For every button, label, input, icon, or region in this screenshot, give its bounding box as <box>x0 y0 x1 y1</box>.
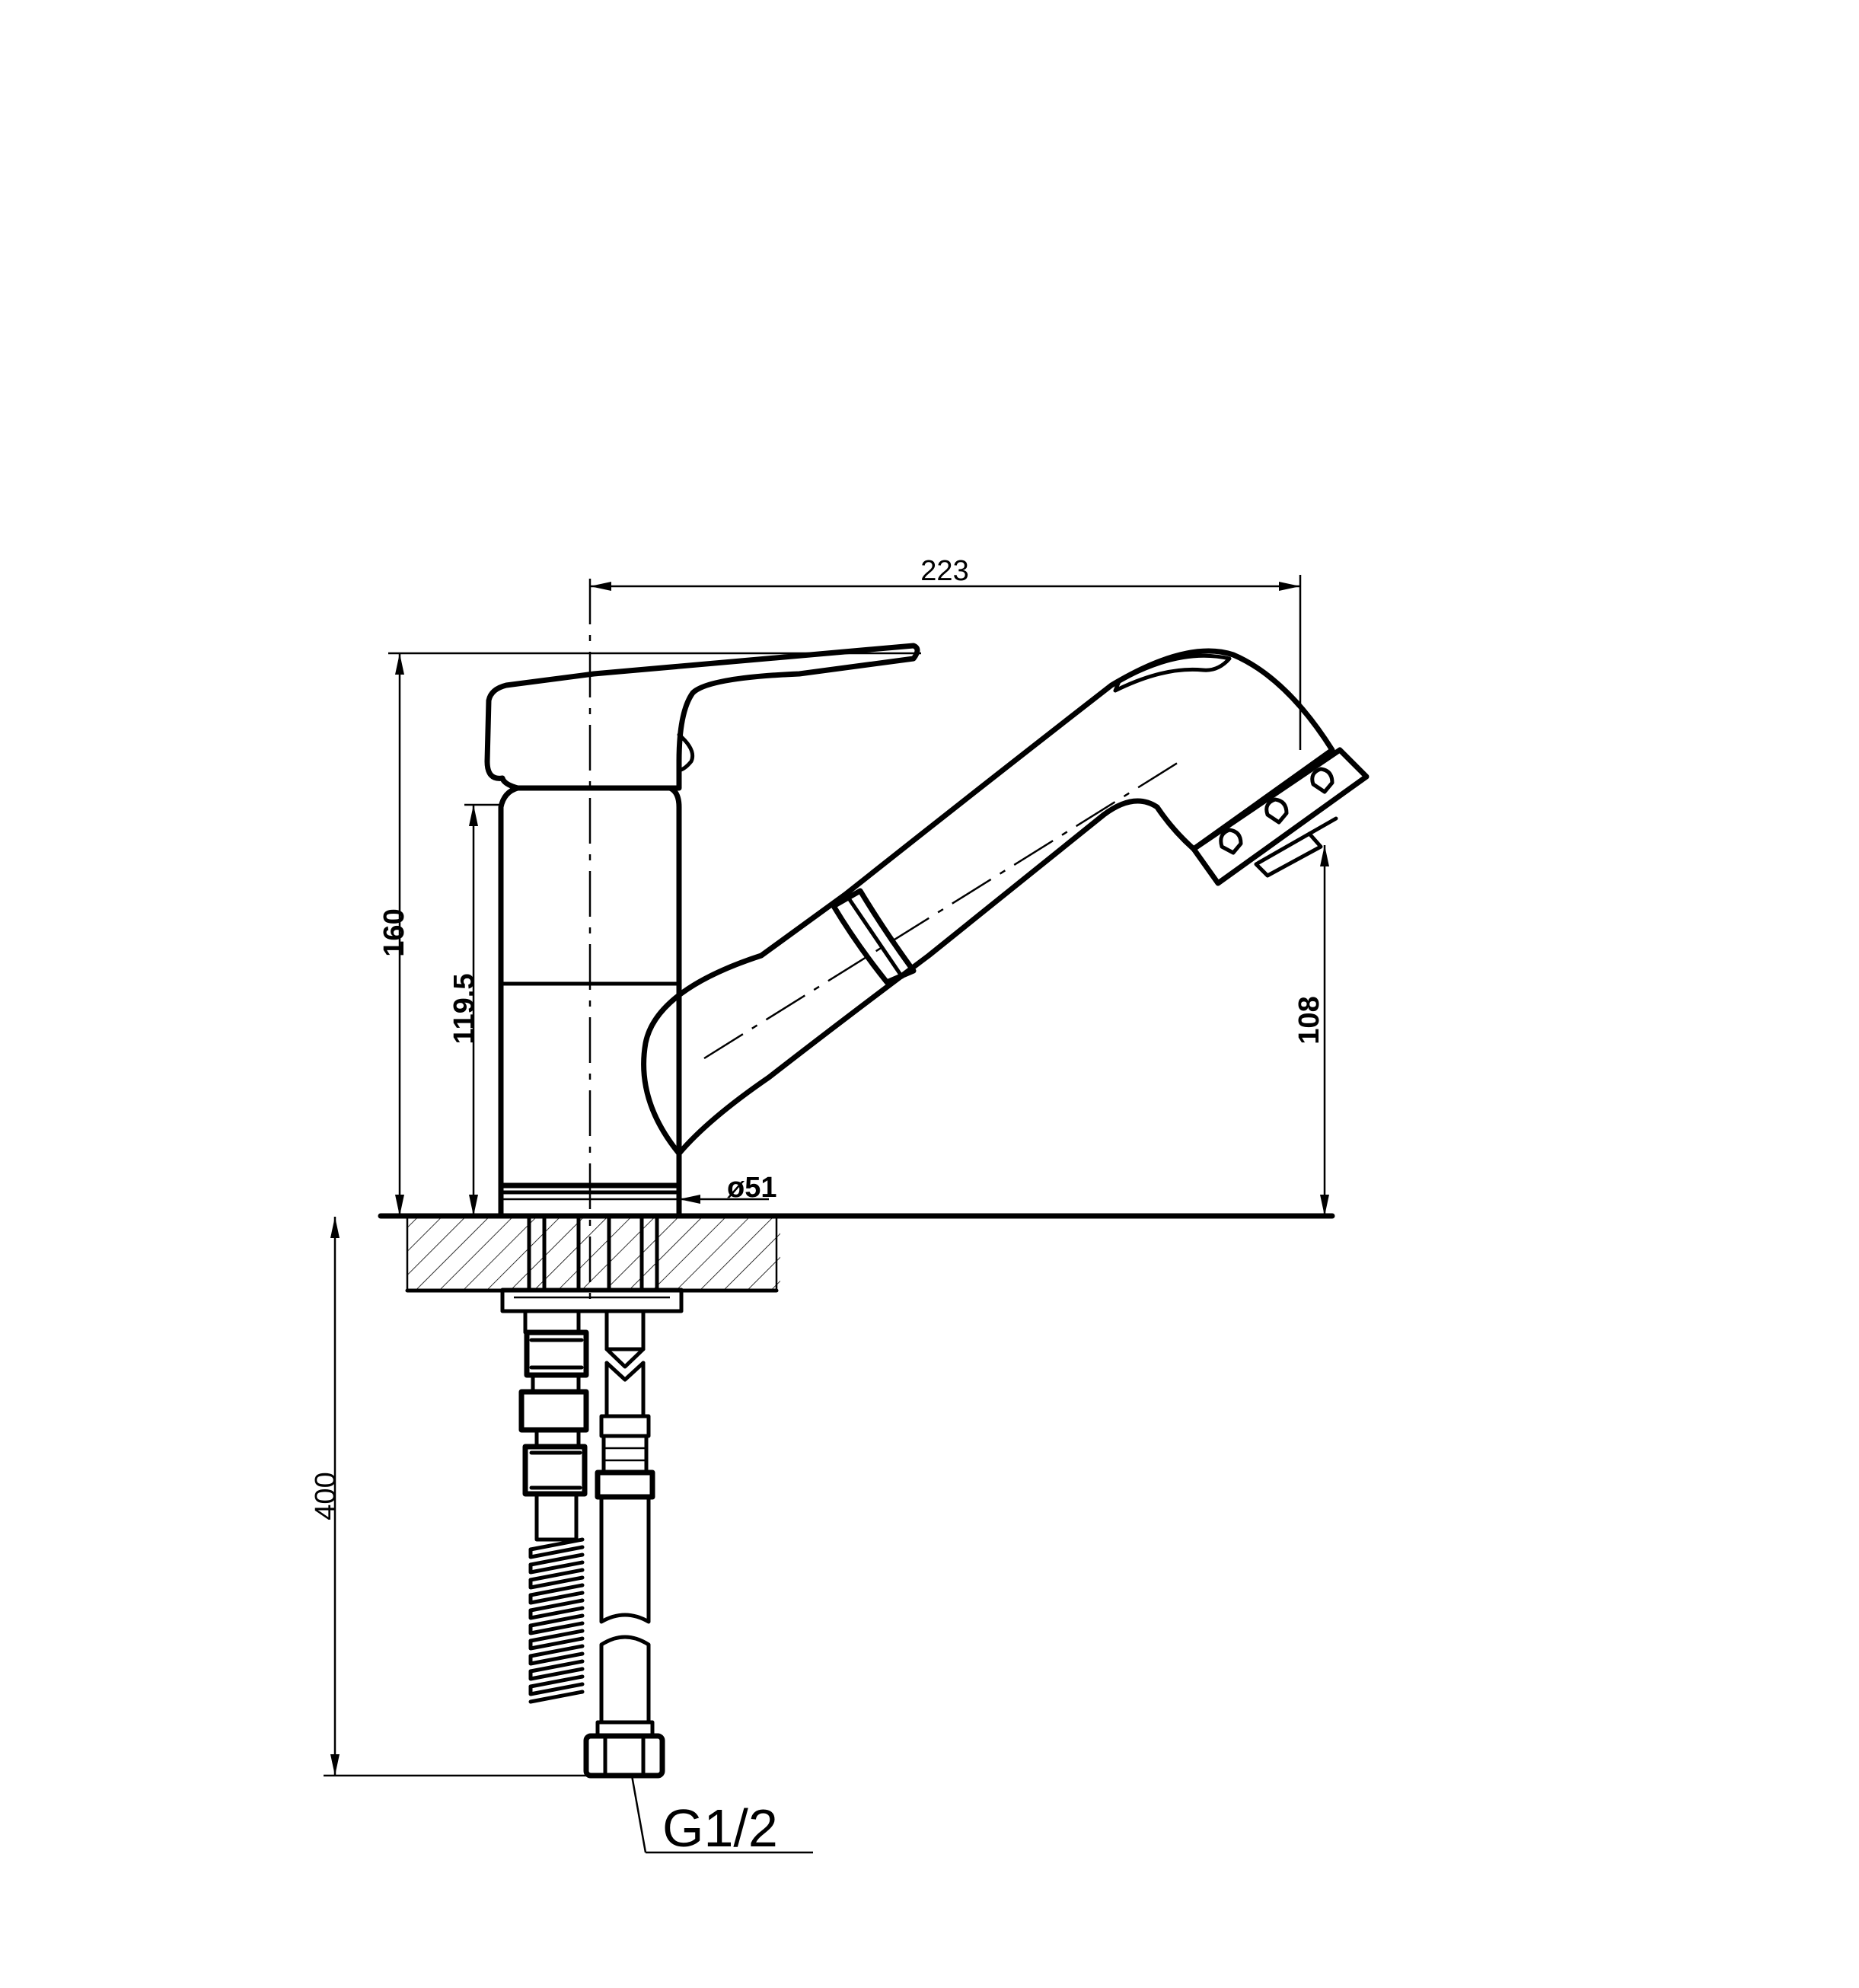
right-hose <box>583 1309 665 1779</box>
dimension-diameter: ø51 <box>501 1172 776 1204</box>
dimension-hose-length: 400 <box>310 1217 601 1777</box>
left-hose <box>518 1309 589 1704</box>
dimension-spout-height: 108 <box>1293 845 1329 1216</box>
dim-diameter-label: ø51 <box>727 1172 776 1204</box>
dim-width-label: 223 <box>920 555 968 587</box>
dimension-body-height: 119.5 <box>448 803 504 1216</box>
dimension-total-height: 160 <box>378 652 921 1216</box>
thread-label: G1/2 <box>662 1798 778 1858</box>
countertop <box>378 1213 1335 1293</box>
dimension-width: 223 <box>590 555 1302 750</box>
lever-handle <box>484 643 920 791</box>
dim-body-height-label: 119.5 <box>448 974 480 1045</box>
dim-total-height-label: 160 <box>378 908 410 956</box>
pull-out-spout <box>641 648 1370 1157</box>
thread-callout: G1/2 <box>630 1775 813 1858</box>
dim-spout-height-label: 108 <box>1293 996 1325 1044</box>
mounting-stud <box>500 1214 684 1313</box>
dim-hose-length-label: 400 <box>310 1472 342 1520</box>
